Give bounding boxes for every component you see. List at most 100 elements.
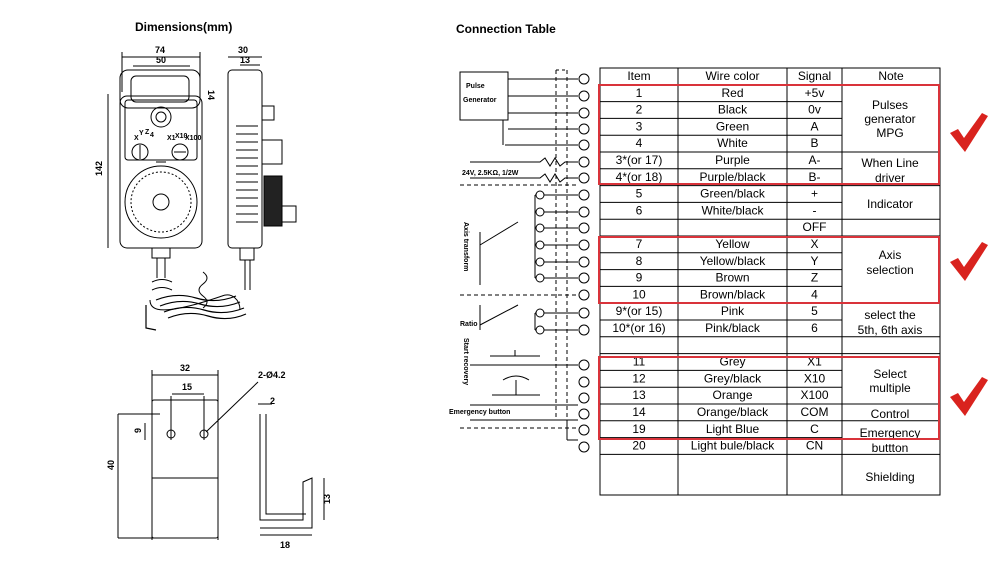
dim-9: 9 — [133, 428, 143, 433]
highlight-boxes — [598, 84, 940, 440]
dim-32: 32 — [180, 363, 190, 373]
table-cell-signal: X10 — [804, 371, 826, 385]
table-cell-item: 9*(or 15) — [616, 304, 663, 318]
note-multiple-2: multiple — [869, 381, 911, 395]
table-cell-signal: COM — [801, 405, 829, 419]
table-cell-signal: A- — [809, 153, 821, 167]
bracket-dimension-labels: 32 15 2-Ø4.2 2 9 40 13 18 — [106, 363, 332, 550]
note-emergency-2: buttton — [872, 441, 909, 455]
dial-label-x: X — [134, 135, 139, 142]
table-notes: Pulses generator MPG When Line driver In… — [858, 98, 923, 484]
note-axis-2: selection — [866, 263, 913, 277]
schematic-labels: Pulse Generator 24V, 2.5KΩ, 1/2W Axis tr… — [449, 83, 519, 416]
table-cell-color: White/black — [701, 203, 764, 217]
note-line-driver-2: driver — [875, 171, 905, 185]
dim-142: 142 — [94, 161, 104, 176]
dim-13: 13 — [240, 55, 250, 65]
dial-labels: X Y Z 4 X1 X10 X100 — [134, 129, 201, 142]
table-cell-signal: C — [810, 422, 819, 436]
note-multiple-1: Select — [873, 367, 907, 381]
note-pulses-1: Pulses — [872, 98, 908, 112]
coiled-cable — [145, 294, 247, 331]
table-cell-color: Orange/black — [697, 405, 769, 419]
dial-label-x10: X10 — [175, 133, 188, 140]
table-cell-color: Yellow/black — [700, 254, 767, 268]
table-header-cell: Item — [627, 69, 650, 83]
note-axis56-1: select the — [864, 308, 916, 322]
table-cell-color: Light bule/black — [691, 439, 775, 453]
bracket-front-view — [117, 370, 259, 540]
table-cell-signal: X1 — [807, 355, 822, 369]
dim-hole: 2-Ø4.2 — [258, 370, 286, 380]
table-cell-signal: X100 — [800, 388, 828, 402]
note-shielding: Shielding — [865, 470, 914, 484]
table-cell-color: White — [717, 136, 748, 150]
dim-40: 40 — [106, 460, 116, 470]
table-cell-signal: 6 — [811, 321, 818, 335]
dim-15: 15 — [182, 382, 192, 392]
dial-label-y: Y — [139, 130, 144, 137]
dim-74: 74 — [155, 45, 165, 55]
side-view — [227, 56, 297, 290]
dial-label-x100: X100 — [185, 135, 201, 142]
table-cell-item: 2 — [636, 103, 643, 117]
note-line-driver-1: When Line — [861, 156, 919, 170]
table-cell-signal: Y — [810, 254, 818, 268]
table-cell-signal: B- — [809, 170, 821, 184]
dim-18: 18 — [280, 540, 290, 550]
dim-30: 30 — [238, 45, 248, 55]
table-cell-color: Grey — [719, 355, 745, 369]
table-cell-signal: A — [810, 119, 818, 133]
table-cell-item: 5 — [636, 187, 643, 201]
table-cell-item: 10*(or 16) — [612, 321, 665, 335]
dim-13-bracket: 13 — [322, 494, 332, 504]
table-cell-item: 3*(or 17) — [616, 153, 663, 167]
table-cell-item: 12 — [632, 371, 646, 385]
table-cell-signal: X — [810, 237, 818, 251]
dial-label-4: 4 — [150, 132, 154, 139]
front-view — [107, 52, 241, 311]
table-cell-item: 8 — [636, 254, 643, 268]
table-cell-color: Brown/black — [700, 287, 766, 301]
note-axis56-2: 5th, 6th axis — [858, 323, 923, 337]
pulse-label: Pulse — [466, 83, 485, 90]
bracket-side-view — [258, 403, 325, 536]
connection-table-title: Connection Table — [456, 22, 556, 36]
table-cell-signal: 4 — [811, 287, 818, 301]
table-cell-signal: + — [811, 187, 818, 201]
emergency-button-label: Emergency button — [449, 409, 510, 416]
table-cell-color: Pink — [721, 304, 745, 318]
dim-50: 50 — [156, 55, 166, 65]
table-header-cell: Signal — [798, 69, 831, 83]
table-cell-signal: 0v — [808, 103, 821, 117]
table-cell-signal: 5 — [811, 304, 818, 318]
highlight-axis — [598, 236, 940, 304]
table-cell-signal: CN — [806, 439, 823, 453]
note-pulses-3: MPG — [876, 126, 903, 140]
highlight-multiple — [598, 356, 940, 440]
table-header-cell: Note — [878, 69, 904, 83]
table-header-cell: Wire color — [705, 69, 759, 83]
table-cell-color: Green/black — [700, 187, 766, 201]
terminal-circles — [535, 73, 590, 453]
table-cell-signal: - — [813, 203, 817, 217]
table-cell-signal: B — [810, 136, 818, 150]
table-cell-item: 19 — [632, 422, 646, 436]
dimension-labels: 74 50 14 30 13 142 — [94, 45, 250, 176]
note-pulses-2: generator — [864, 112, 915, 126]
table-cell-item: 4*(or 18) — [616, 170, 663, 184]
table-cell-signal: Z — [811, 271, 818, 285]
wiring-schematic — [459, 69, 578, 441]
table-cell-color: Pink/black — [705, 321, 761, 335]
start-recovery-label: Start recovery — [462, 338, 469, 385]
dim-14: 14 — [206, 90, 216, 100]
resistor-label: 24V, 2.5KΩ, 1/2W — [462, 170, 519, 177]
table-cell-color: Brown — [715, 271, 749, 285]
table-cell-color: Red — [721, 86, 743, 100]
table-cell-item: 14 — [632, 405, 646, 419]
note-control: Control — [871, 407, 910, 421]
axis-transform-label: Axis transform — [462, 222, 469, 271]
table-cell-item: 6 — [636, 203, 643, 217]
